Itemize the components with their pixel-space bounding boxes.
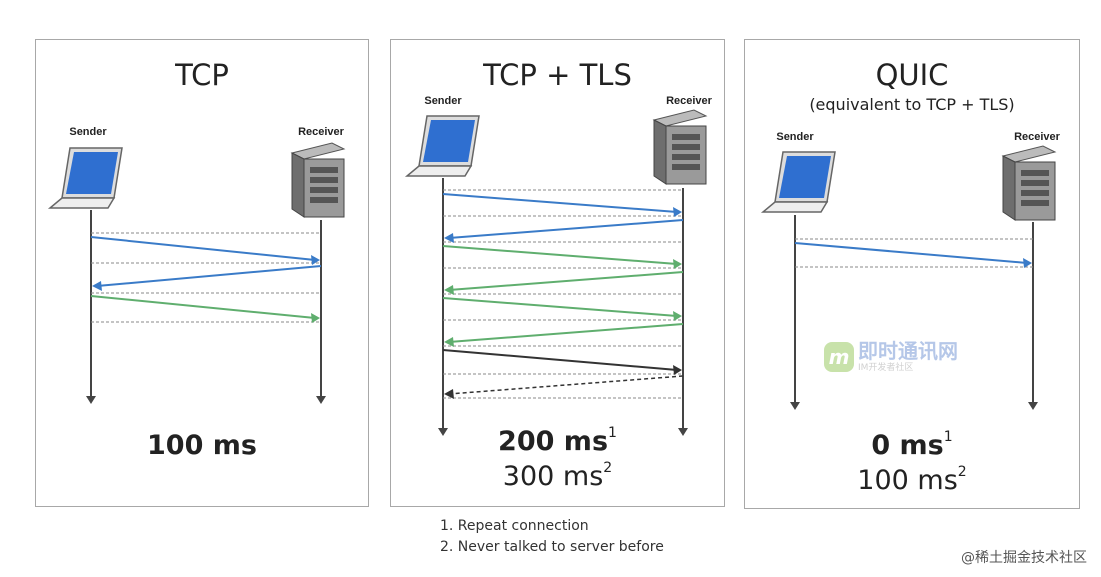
panel-title: QUIC [875, 58, 949, 92]
sender-label: Sender [776, 131, 814, 143]
message-arrow [442, 297, 682, 321]
server-icon [290, 142, 346, 218]
message-arrow [444, 271, 684, 295]
receiver-label: Receiver [298, 126, 344, 138]
panel-title: TCP + TLS [483, 58, 632, 92]
message-arrow [90, 295, 320, 323]
footnote: 2. Never talked to server before [440, 539, 664, 555]
watermark-slogan: IM开发者社区 [858, 363, 914, 373]
tcp-tls-panel: TCP + TLS Sender Receiver 200 ms1 300 ms… [390, 39, 725, 507]
latency-primary: 0 ms1 [871, 429, 953, 461]
message-arrow [444, 375, 684, 399]
tcp-tls-sequence-diagram [404, 109, 708, 436]
tcp-panel: TCP Sender Receiver 100 ms [35, 39, 369, 507]
sender-label: Sender [69, 126, 107, 138]
watermark-logo: m 即时通讯网 IM开发者社区 [824, 340, 958, 374]
laptop-icon [47, 147, 123, 209]
footnote: 1. Repeat connection [440, 518, 589, 534]
message-arrow [794, 242, 1032, 268]
receiver-label: Receiver [666, 95, 712, 107]
server-icon [652, 109, 708, 185]
laptop-icon [760, 151, 836, 213]
panel-title: TCP [175, 58, 229, 92]
message-arrow [442, 193, 682, 217]
message-arrow [92, 265, 322, 291]
panel-subtitle: (equivalent to TCP + TLS) [809, 95, 1015, 114]
footnotes: 1. Repeat connection 2. Never talked to … [440, 516, 664, 558]
laptop-icon [404, 115, 480, 177]
tcp-sequence-diagram [47, 142, 346, 404]
corner-watermark: @稀土掘金技术社区 [961, 550, 1087, 566]
message-arrow [442, 349, 682, 375]
receiver-label: Receiver [1014, 131, 1060, 143]
latency-secondary: 300 ms2 [502, 460, 613, 492]
quic-sequence-diagram [760, 145, 1057, 410]
message-arrow [90, 236, 320, 265]
message-arrow [444, 323, 684, 347]
latency-primary: 200 ms1 [498, 425, 617, 457]
quic-panel: QUIC (equivalent to TCP + TLS) Sender Re… [744, 39, 1080, 509]
message-arrow [442, 245, 682, 269]
watermark-badge-icon: m [824, 342, 854, 372]
message-arrow [444, 219, 684, 243]
watermark-name: 即时通讯网 [858, 339, 958, 363]
server-icon [1001, 145, 1057, 221]
latency-primary: 100 ms [147, 430, 257, 461]
latency-secondary: 100 ms2 [857, 464, 967, 496]
sender-label: Sender [424, 95, 462, 107]
